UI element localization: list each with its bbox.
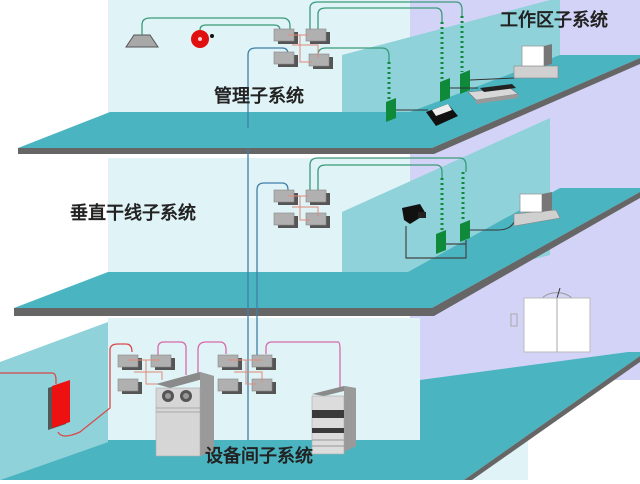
label-equipment-room-subsystem: 设备间子系统 (205, 446, 313, 467)
cable-riser-top (247, 47, 289, 128)
patch-panel-group-top (273, 28, 333, 69)
cable-mid-riser (256, 182, 289, 191)
fire-panel-icon (48, 380, 70, 430)
computer-cable (469, 77, 516, 81)
partition-wall-top (342, 0, 560, 145)
patch-panel-group-middle (273, 189, 330, 228)
telephone-icon (426, 104, 458, 126)
cable-work2 (317, 7, 443, 30)
cable-bell (199, 24, 281, 31)
camera-cable (405, 226, 467, 259)
wall-outlet-icon (440, 78, 450, 102)
wall-outlet-icon (460, 220, 470, 242)
label-vertical-backbone-subsystem: 垂直干线子系统 (70, 203, 196, 224)
camera-icon (402, 204, 426, 224)
alarm-bell-clapper (210, 34, 214, 38)
rack-cabinet-icon (311, 386, 356, 455)
floor-slab-top (18, 55, 640, 148)
cable-mid-2 (317, 164, 443, 190)
cable-speaker (141, 17, 291, 35)
main-server-cabinet-icon (155, 372, 214, 457)
label-work-area-subsystem: 工作区子系统 (500, 10, 608, 31)
computer-icon (513, 44, 559, 79)
wall-outlet-icon (386, 98, 396, 122)
patch-panel-group-bottom-right (217, 354, 276, 394)
patch-panel-group-bottom-left (117, 354, 175, 394)
elevator-door-icon (510, 287, 591, 353)
cable-pink-2 (197, 341, 227, 375)
cable-pink-1 (157, 341, 187, 375)
speaker-icon (125, 34, 159, 48)
printer-icon (467, 84, 519, 104)
cable-work3 (317, 47, 390, 62)
computer-cable-middle (470, 221, 515, 231)
wall-outlet-icon (436, 230, 446, 254)
computer-icon (513, 192, 561, 227)
cable-mid-1 (309, 157, 467, 190)
label-management-subsystem: 管理子系统 (214, 86, 304, 107)
cable-pink-3 (265, 341, 341, 388)
fire-panel-cable (0, 343, 133, 437)
floor-edge-top (18, 58, 640, 154)
alarm-bell-center (198, 37, 202, 41)
cable-work1 (309, 1, 463, 30)
floor-edge-middle (14, 192, 640, 316)
floor-edge-bottom (464, 356, 640, 480)
floor-slab-middle (14, 188, 640, 308)
wall-outlet-icon (460, 70, 470, 94)
